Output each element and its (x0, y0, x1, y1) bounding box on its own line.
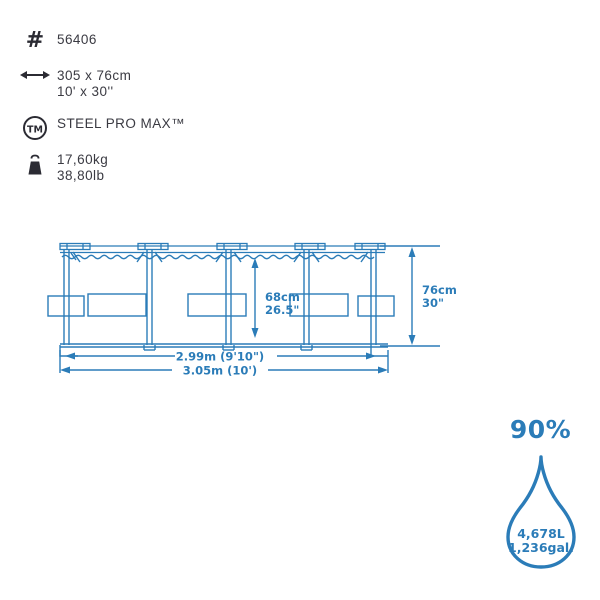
dimensions-value: 305 x 76cm 10' x 30'' (57, 68, 132, 99)
pool-technical-drawing: 68cm 26.5" 76cm 30" 2.99m (9'10") (40, 232, 470, 387)
pool-base-line (60, 343, 388, 348)
weight-value: 17,60kg 38,80lb (57, 152, 109, 183)
pool-leg-poles (63, 250, 377, 345)
brand-name-value: STEEL PRO MAX™ (57, 116, 186, 131)
capacity-gallons-label: 1,236gal. (508, 540, 574, 555)
inner-width-label: 2.99m (9'10") (176, 350, 264, 364)
hash-icon-glyph: # (25, 28, 45, 53)
trademark-icon-svg: TM (23, 116, 47, 140)
weight-icon-svg (28, 154, 42, 175)
pool-top-rail (59, 242, 386, 254)
capacity-liters-label: 4,678L (517, 526, 565, 541)
wall-height-dimension (380, 245, 440, 347)
weight-icon (18, 152, 52, 178)
water-droplet-icon: 4,678L 1,236gal. (506, 455, 576, 569)
spec-row-dimensions: 305 x 76cm 10' x 30'' (18, 68, 131, 99)
water-depth-label-cm: 68cm (265, 290, 300, 304)
hash-icon: # (18, 28, 52, 53)
double-arrow-icon (18, 68, 52, 82)
wall-height-label-in: 30" (422, 296, 444, 310)
water-depth-dimension (251, 258, 259, 338)
water-surface-line (61, 254, 375, 260)
spec-row-brand: TM STEEL PRO MAX™ (18, 115, 185, 141)
outer-width-dimension (59, 350, 389, 374)
model-number-value: 56406 (57, 32, 97, 47)
spec-row-weight: 17,60kg 38,80lb (18, 152, 108, 183)
capacity-block: 90% 4,678L 1,236gal. (488, 415, 593, 580)
double-arrow-icon-svg (20, 71, 50, 79)
inner-width-dimension (65, 352, 376, 360)
svg-text:TM: TM (27, 125, 43, 136)
water-depth-label-in: 26.5" (265, 303, 299, 317)
outer-width-label: 3.05m (10') (183, 364, 257, 378)
trademark-icon: TM (18, 115, 52, 141)
pool-band-plates (47, 293, 395, 317)
pool-drawing-svg: 68cm 26.5" 76cm 30" 2.99m (9'10") (47, 242, 457, 378)
capacity-percent-label: 90% (509, 415, 572, 444)
wall-height-label-cm: 76cm (422, 283, 457, 297)
spec-row-model-number: # 56406 (18, 28, 97, 53)
pool-support-struts (72, 251, 369, 263)
